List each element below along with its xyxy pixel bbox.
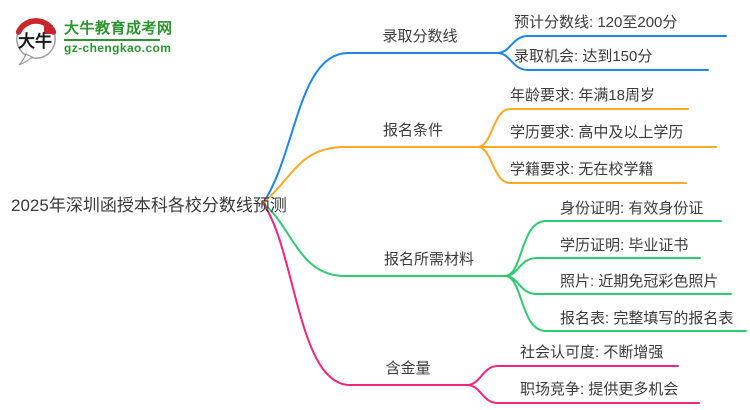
leaf-expected-score-curve xyxy=(496,35,727,54)
central-topic: 2025年深圳函授本科各校分数线预测 xyxy=(11,196,287,215)
leaf-admission-chance: 录取机会: 达到150分 xyxy=(514,48,653,65)
logo-divider xyxy=(64,39,160,41)
logo-site-name: 大牛教育成考网 xyxy=(64,20,173,37)
leaf-registration-form: 报名表: 完整填写的报名表 xyxy=(560,310,734,327)
leaf-career-competition-curve xyxy=(466,384,700,404)
logo-site-url: gz-chengkao.com xyxy=(64,41,172,55)
logo-bubble-text: 大牛 xyxy=(18,31,52,51)
branch-label-value: 含金量 xyxy=(385,360,431,377)
leaf-education-proof-curve xyxy=(504,257,701,277)
leaf-social-recognition-curve xyxy=(466,365,679,386)
leaf-registration-form-curve xyxy=(504,275,747,332)
leaf-social-recognition: 社会认可度: 不断增强 xyxy=(520,344,664,361)
leaf-photo: 照片: 近期免冠彩色照片 xyxy=(560,273,719,290)
leaf-enrollment-status-requirement: 学籍要求: 无在校学籍 xyxy=(510,161,654,178)
branch-registration-conditions-curve xyxy=(262,146,479,204)
branch-label-admission-score-line: 录取分数线 xyxy=(382,28,458,45)
leaf-enrollment-status-curve xyxy=(477,146,687,184)
leaf-age-requirement-curve xyxy=(477,108,689,148)
logo-brand-block: 大牛教育成考网 gz-chengkao.com xyxy=(64,21,173,55)
leaf-identity-proof: 身份证明: 有效身份证 xyxy=(560,200,704,217)
leaf-identity-proof-curve xyxy=(504,220,722,277)
leaf-age-requirement: 年龄要求: 年满18周岁 xyxy=(510,87,656,104)
logo-bubble-icon: 大牛 xyxy=(15,18,57,66)
leaf-admission-chance-curve xyxy=(496,52,709,71)
site-logo: 大牛 大牛教育成考网 gz-chengkao.com xyxy=(14,16,234,66)
branch-required-materials-curve xyxy=(262,202,506,277)
branch-admission-score-curve xyxy=(262,52,498,204)
leaf-education-proof: 学历证明: 毕业证书 xyxy=(560,237,689,254)
branch-value-curve xyxy=(262,202,468,386)
branch-label-required-materials: 报名所需材料 xyxy=(383,251,474,268)
leaf-education-requirement: 学历要求: 高中及以上学历 xyxy=(510,124,684,141)
leaf-expected-score: 预计分数线: 120至200分 xyxy=(514,14,678,31)
leaf-career-competition: 职场竞争: 提供更多机会 xyxy=(520,381,679,398)
branch-label-registration-conditions: 报名条件 xyxy=(382,122,443,139)
